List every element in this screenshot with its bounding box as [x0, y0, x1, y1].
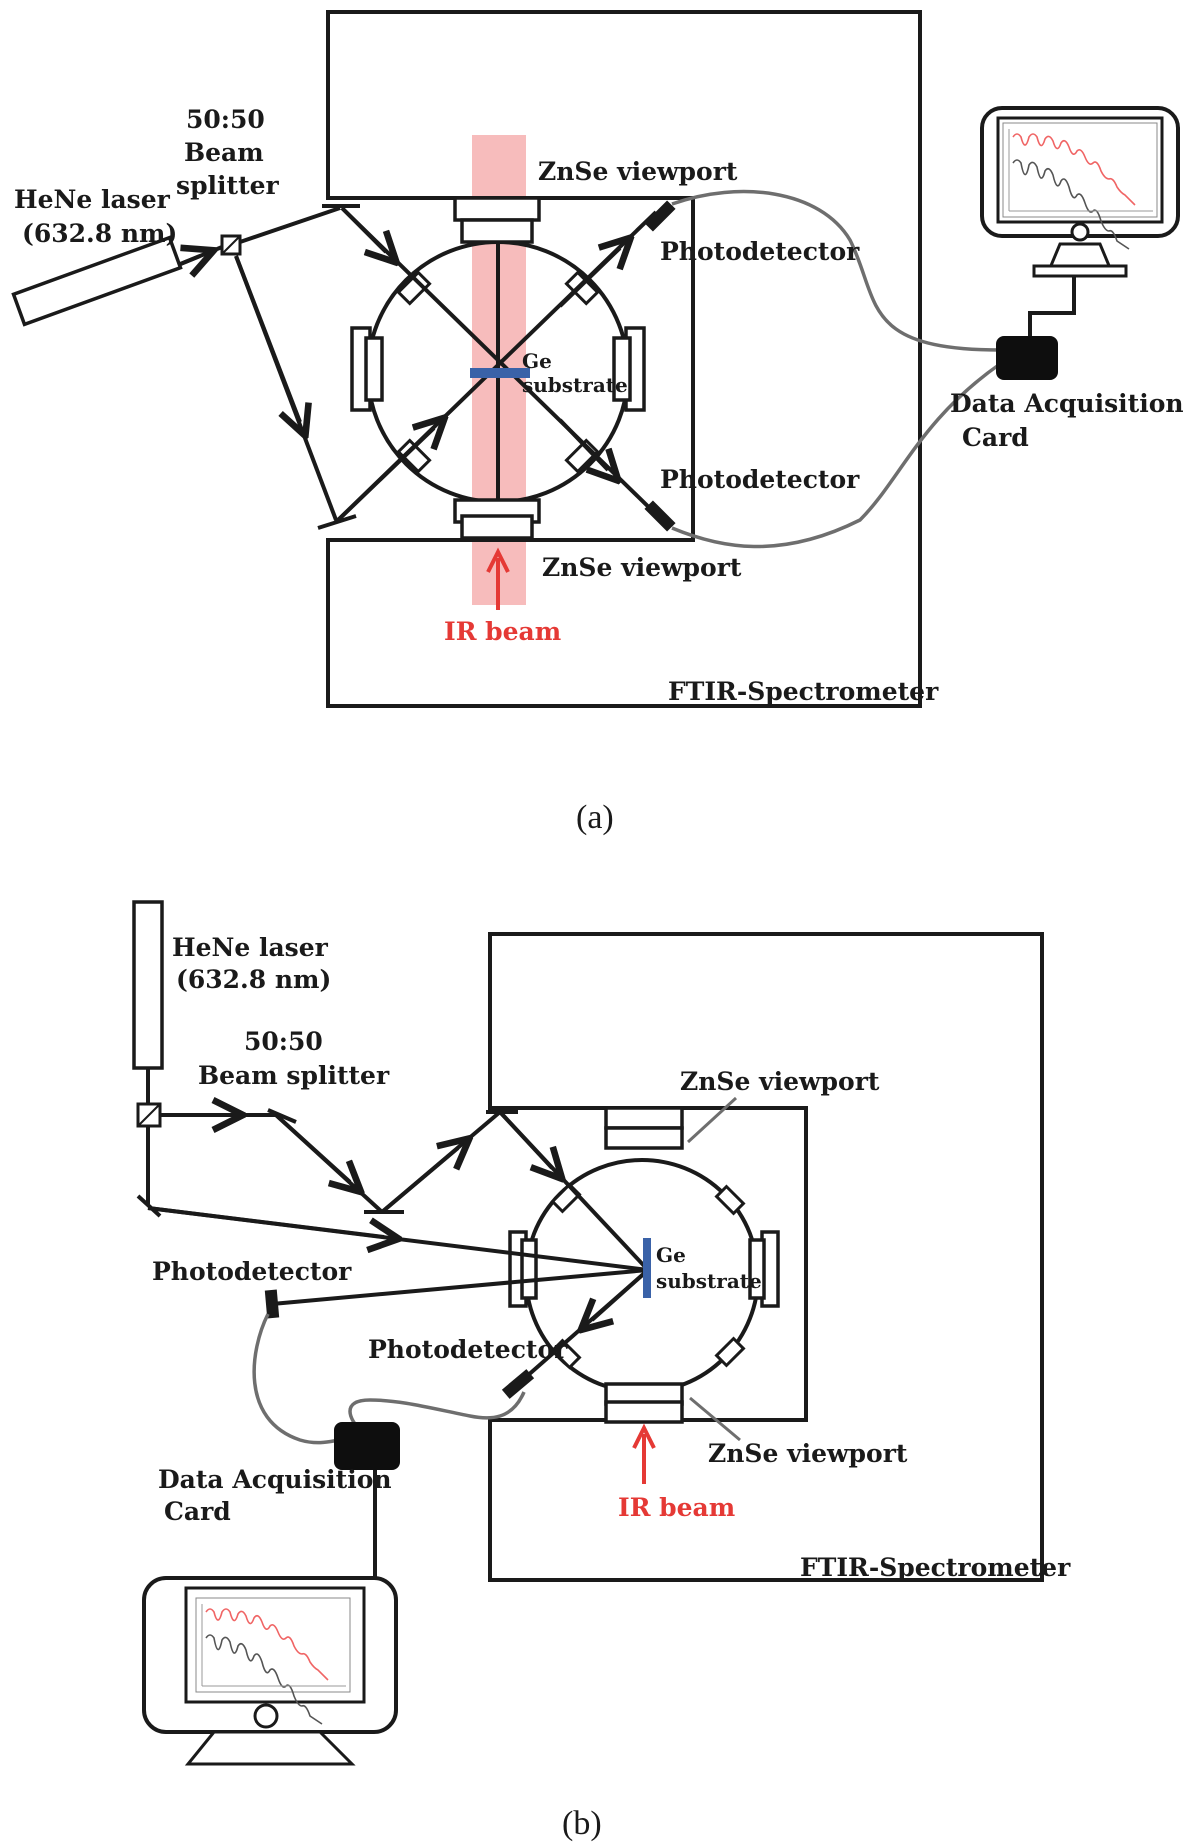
ir-beam-arrow [486, 547, 510, 610]
splitter-label-line2: Beam splitter [198, 1061, 390, 1090]
viewport-top-label: ZnSe viewport [538, 157, 738, 186]
daq-label-line1: Data Acquisition [950, 389, 1184, 418]
caption-a: (a) [576, 799, 614, 836]
cable-top-detector [671, 189, 1001, 352]
ftir-label: FTIR-Spectrometer [800, 1553, 1071, 1582]
laser-icon [11, 235, 183, 327]
photodetector-icon [501, 1369, 535, 1399]
panel-b: HeNe laser (632.8 nm) 50:50 Beam splitte… [132, 900, 1071, 1842]
viewport-left [350, 326, 384, 412]
photodetector-icon [644, 500, 676, 532]
viewport-bottom-label: ZnSe viewport [542, 553, 742, 582]
viewport-bottom-leader [689, 1396, 741, 1442]
mirror-icon [136, 1194, 162, 1218]
splitter-label-line1: 50:50 [186, 105, 265, 134]
ftir-spectrometer-outline [488, 932, 1044, 1582]
substrate-label-line2: substrate [522, 373, 628, 397]
cable-bottom-detector [671, 362, 1002, 549]
laser-label-line1: HeNe laser [172, 933, 329, 962]
ir-beam-arrow [632, 1423, 656, 1484]
data-acquisition-card-icon [334, 1422, 400, 1470]
daq-label-line1: Data Acquisition [158, 1465, 392, 1494]
splitter-label-line3: splitter [176, 171, 280, 200]
ftir-spectrometer-outline [326, 10, 922, 708]
mirror-icon [267, 1108, 297, 1124]
ftir-label: FTIR-Spectrometer [668, 677, 939, 706]
cable-left-detector [252, 1313, 341, 1445]
monitor-icon [142, 1576, 398, 1766]
panel-a: HeNe laser (632.8 nm) 50:50 Beam splitte… [11, 10, 1184, 836]
beam-splitter-icon [136, 1102, 162, 1128]
viewport-top-leader [686, 1096, 738, 1144]
photodetector-icon [644, 200, 676, 232]
beam-splitter-to-mirror-top [239, 206, 341, 244]
daq-to-monitor-line [1028, 272, 1076, 336]
splitter-label-line2: Beam [184, 138, 264, 167]
viewport-bottom [453, 498, 541, 540]
photodetector-top-label: Photodetector [660, 237, 860, 266]
daq-label-line2: Card [164, 1497, 231, 1526]
data-acquisition-card-icon [996, 336, 1058, 380]
viewport-bottom [604, 1382, 684, 1424]
photodetector-bottom-label: Photodetector [660, 465, 860, 494]
substrate-label-line1: Ge [522, 349, 552, 373]
cable-bottom-detector [348, 1391, 526, 1432]
splitter-label-line1: 50:50 [244, 1027, 323, 1056]
viewport-bottom-label: ZnSe viewport [708, 1439, 908, 1468]
photodetector-icon [264, 1289, 280, 1319]
ir-beam-label: IR beam [618, 1493, 735, 1522]
caption-b: (b) [562, 1805, 602, 1842]
daq-label-line2: Card [962, 423, 1029, 452]
beam-splitter-icon [220, 234, 242, 256]
ir-beam-label: IR beam [444, 617, 561, 646]
laser-label-line2: (632.8 nm) [22, 219, 177, 248]
viewport-right [612, 326, 646, 412]
laser-label-line2: (632.8 nm) [176, 965, 331, 994]
viewport-top-label: ZnSe viewport [680, 1067, 880, 1096]
ge-substrate [643, 1238, 651, 1298]
monitor-icon [980, 106, 1180, 278]
laser-label-line1: HeNe laser [14, 185, 171, 214]
viewport-right [748, 1230, 780, 1308]
photodetector-left-label: Photodetector [152, 1257, 352, 1286]
substrate-label-line1: Ge [656, 1243, 686, 1267]
beam-reflection-left [271, 1268, 649, 1306]
laser-icon [132, 900, 164, 1070]
viewport-top [604, 1106, 684, 1150]
viewport-left [508, 1230, 538, 1308]
photodetector-bottom-label: Photodetector [368, 1335, 568, 1364]
substrate-label-line2: substrate [656, 1269, 762, 1293]
viewport-top [453, 196, 541, 244]
ge-substrate [470, 368, 530, 378]
